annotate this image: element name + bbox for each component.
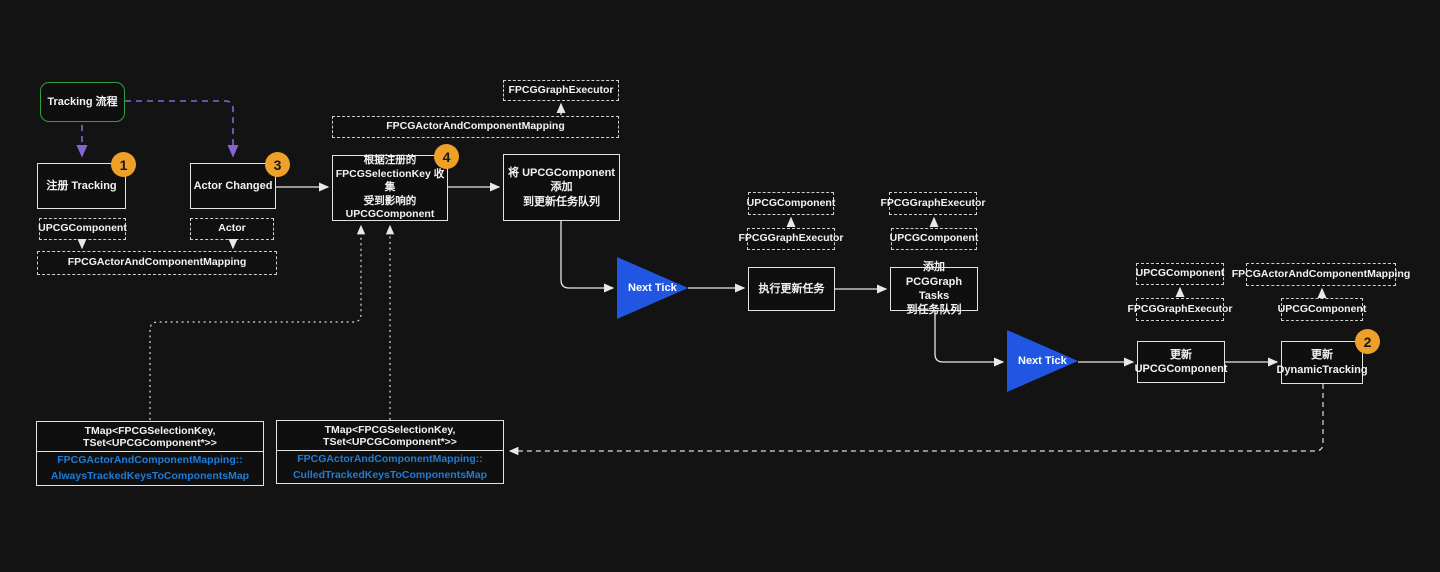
- node-actor-param[interactable]: Actor: [190, 218, 274, 240]
- node-mapping-left[interactable]: FPCGActorAndComponentMapping: [37, 251, 277, 275]
- tmap-culled-header: TMap<FPCGSelectionKey, TSet<UPCGComponen…: [277, 421, 503, 451]
- step-badge-3[interactable]: 3: [265, 152, 290, 177]
- node-graphexecutor-below-update[interactable]: FPCGGraphExecutor: [1127, 298, 1233, 321]
- node-collect-affected-components[interactable]: 根据注册的 FPCGSelectionKey 收集 受到影响的 UPCGComp…: [332, 153, 448, 221]
- node-enqueue-update[interactable]: 将 UPCGComponent 添加 到更新任务队列: [503, 154, 620, 221]
- step-badge-1[interactable]: 1: [111, 152, 136, 177]
- tmap-always-header: TMap<FPCGSelectionKey, TSet<UPCGComponen…: [37, 422, 263, 452]
- node-mapping-right-label: FPCGActorAndComponentMapping: [1231, 267, 1411, 280]
- next-tick-triangle-2-label: Next Tick: [1018, 355, 1067, 367]
- conn-update-dynamic-to-tmap-culled: [508, 384, 1324, 456]
- node-upcgcomponent-below-mapping-right[interactable]: UPCGComponent: [1278, 298, 1366, 321]
- node-upcgcomponent-below-add-label: UPCGComponent: [889, 232, 979, 245]
- node-upcgcomponent-above-exec[interactable]: UPCGComponent: [746, 192, 836, 215]
- step-badge-2[interactable]: 2: [1355, 329, 1380, 354]
- node-mapping-left-label: FPCGActorAndComponentMapping: [67, 256, 247, 269]
- node-graphexecutor-above-add[interactable]: FPCGGraphExecutor: [880, 192, 986, 215]
- node-actor-changed-label: Actor Changed: [193, 179, 273, 192]
- node-update-upcgcomponent[interactable]: 更新 UPCGComponent: [1134, 341, 1228, 383]
- node-mapping-mid-label: FPCGActorAndComponentMapping: [386, 120, 565, 133]
- conn-tracking-to-actor-changed: [125, 100, 239, 158]
- node-update-dynamictracking-label: 更新 DynamicTracking: [1276, 349, 1368, 376]
- node-actor-param-label: Actor: [218, 222, 246, 235]
- node-update-dynamictracking[interactable]: 更新 DynamicTracking: [1276, 341, 1368, 384]
- node-mapping-mid[interactable]: FPCGActorAndComponentMapping: [332, 116, 619, 138]
- node-upcgcomponent-above-update[interactable]: UPCGComponent: [1136, 263, 1224, 285]
- conn-add-tasks-to-next-tick-2: [934, 311, 1005, 367]
- node-add-pcggraph-tasks-label: 添加 PCGGraph Tasks 到任务队列: [905, 261, 963, 317]
- node-graphexecutor-below-update-label: FPCGGraphExecutor: [1127, 302, 1233, 315]
- conn-enqueue-to-next-tick-1: [560, 221, 615, 293]
- next-tick-triangle-1-label: Next Tick: [628, 282, 677, 294]
- node-actor-changed[interactable]: Actor Changed: [190, 163, 276, 209]
- node-upcgcomponent-above-update-label: UPCGComponent: [1135, 267, 1225, 280]
- node-exec-update-tasks-label: 执行更新任务: [758, 282, 825, 295]
- node-graphexecutor-below-exec-label: FPCGGraphExecutor: [738, 232, 844, 245]
- node-update-upcgcomponent-label: 更新 UPCGComponent: [1134, 348, 1228, 375]
- node-enqueue-update-label: 将 UPCGComponent 添加 到更新任务队列: [508, 167, 615, 208]
- next-tick-triangle-2[interactable]: Next Tick: [1007, 330, 1078, 392]
- node-mapping-right[interactable]: FPCGActorAndComponentMapping: [1232, 263, 1410, 286]
- node-add-pcggraph-tasks[interactable]: 添加 PCGGraph Tasks 到任务队列: [890, 261, 978, 316]
- node-upcgcomponent-below-mapping-right-label: UPCGComponent: [1277, 302, 1367, 315]
- node-tmap-culled-tracked[interactable]: TMap<FPCGSelectionKey, TSet<UPCGComponen…: [276, 420, 504, 484]
- node-collect-affected-components-label: 根据注册的 FPCGSelectionKey 收集 受到影响的 UPCGComp…: [335, 153, 445, 221]
- node-upcgcomponent-param-left[interactable]: UPCGComponent: [38, 218, 127, 240]
- node-tracking-flow[interactable]: Tracking 流程: [40, 82, 125, 122]
- tmap-always-body: FPCGActorAndComponentMapping:: AlwaysTra…: [50, 454, 250, 482]
- step-badge-4[interactable]: 4: [434, 144, 459, 169]
- node-graphexecutor-top-label: FPCGGraphExecutor: [508, 83, 614, 96]
- node-graphexecutor-top[interactable]: FPCGGraphExecutor: [503, 80, 619, 101]
- node-upcgcomponent-below-add[interactable]: UPCGComponent: [889, 228, 979, 250]
- node-upcgcomponent-above-exec-label: UPCGComponent: [746, 196, 836, 209]
- node-register-tracking-label: 注册 Tracking: [46, 179, 117, 192]
- node-upcgcomponent-param-left-label: UPCGComponent: [38, 222, 127, 235]
- node-graphexecutor-below-exec[interactable]: FPCGGraphExecutor: [738, 228, 844, 250]
- node-tmap-always-tracked[interactable]: TMap<FPCGSelectionKey, TSet<UPCGComponen…: [36, 421, 264, 486]
- node-register-tracking[interactable]: 注册 Tracking: [37, 163, 126, 209]
- node-exec-update-tasks[interactable]: 执行更新任务: [748, 267, 835, 311]
- next-tick-triangle-1[interactable]: Next Tick: [617, 257, 688, 319]
- node-graphexecutor-above-add-label: FPCGGraphExecutor: [880, 196, 986, 209]
- tmap-culled-body: FPCGActorAndComponentMapping:: CulledTra…: [292, 453, 488, 481]
- node-tracking-flow-label: Tracking 流程: [47, 95, 118, 108]
